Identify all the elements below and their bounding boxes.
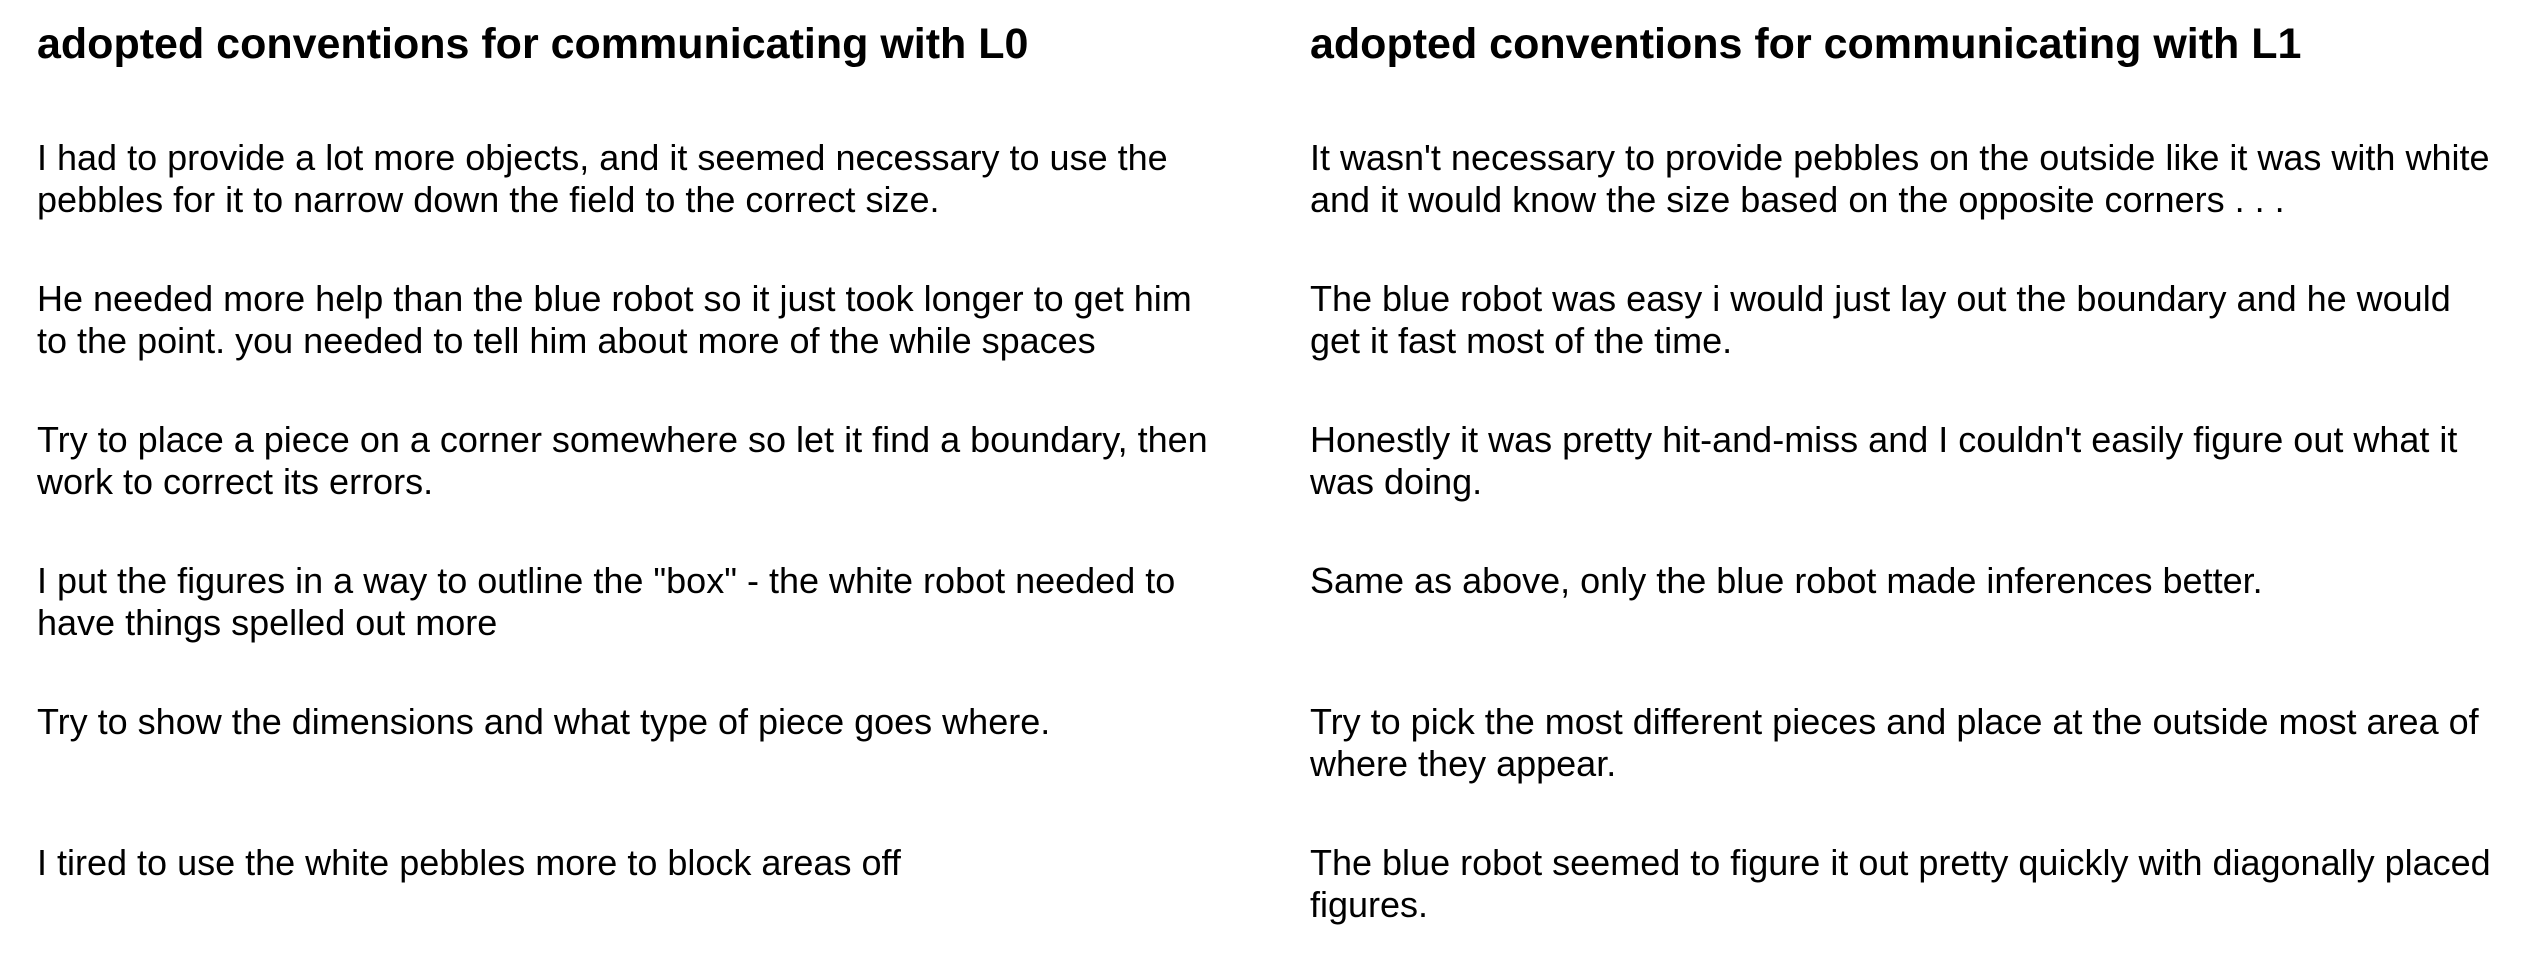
column-l1: adopted conventions for communicating wi… [1310,0,2530,958]
response-entry: Try to show the dimensions and what type… [37,701,1051,742]
response-entry: The blue robot was easy i would just lay… [1310,278,2451,361]
response-entry: He needed more help than the blue robot … [37,278,1192,361]
response-entry: I put the figures in a way to outline th… [37,560,1176,643]
response-entry: Try to pick the most different pieces an… [1310,701,2479,784]
response-entry: Honestly it was pretty hit-and-miss and … [1310,419,2458,502]
response-entry: It wasn't necessary to provide pebbles o… [1310,137,2490,220]
response-entry: Try to place a piece on a corner somewhe… [37,419,1208,502]
column-title-l0: adopted conventions for communicating wi… [37,20,1029,68]
response-entry: I had to provide a lot more objects, and… [37,137,1168,220]
response-entry: The blue robot seemed to figure it out p… [1310,842,2491,925]
response-entry: I tired to use the white pebbles more to… [37,842,901,883]
response-entry: Same as above, only the blue robot made … [1310,560,2263,601]
column-title-l1: adopted conventions for communicating wi… [1310,20,2302,68]
column-l0: adopted conventions for communicating wi… [37,0,1257,958]
